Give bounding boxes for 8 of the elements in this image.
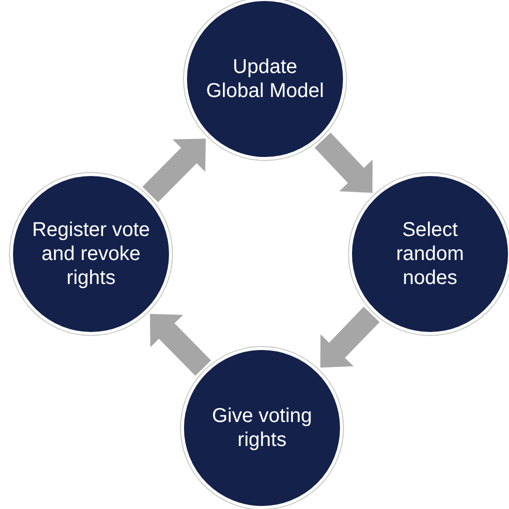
block-arrow bbox=[142, 138, 206, 202]
node-label: Give voting rights bbox=[210, 404, 314, 452]
node-label: Update Global Model bbox=[206, 55, 324, 103]
node-label: Register vote and revoke rights bbox=[32, 218, 150, 290]
block-arrow bbox=[314, 132, 373, 193]
block-arrow bbox=[150, 314, 211, 376]
block-arrow bbox=[320, 306, 380, 368]
node-label: Select random nodes bbox=[395, 218, 465, 290]
